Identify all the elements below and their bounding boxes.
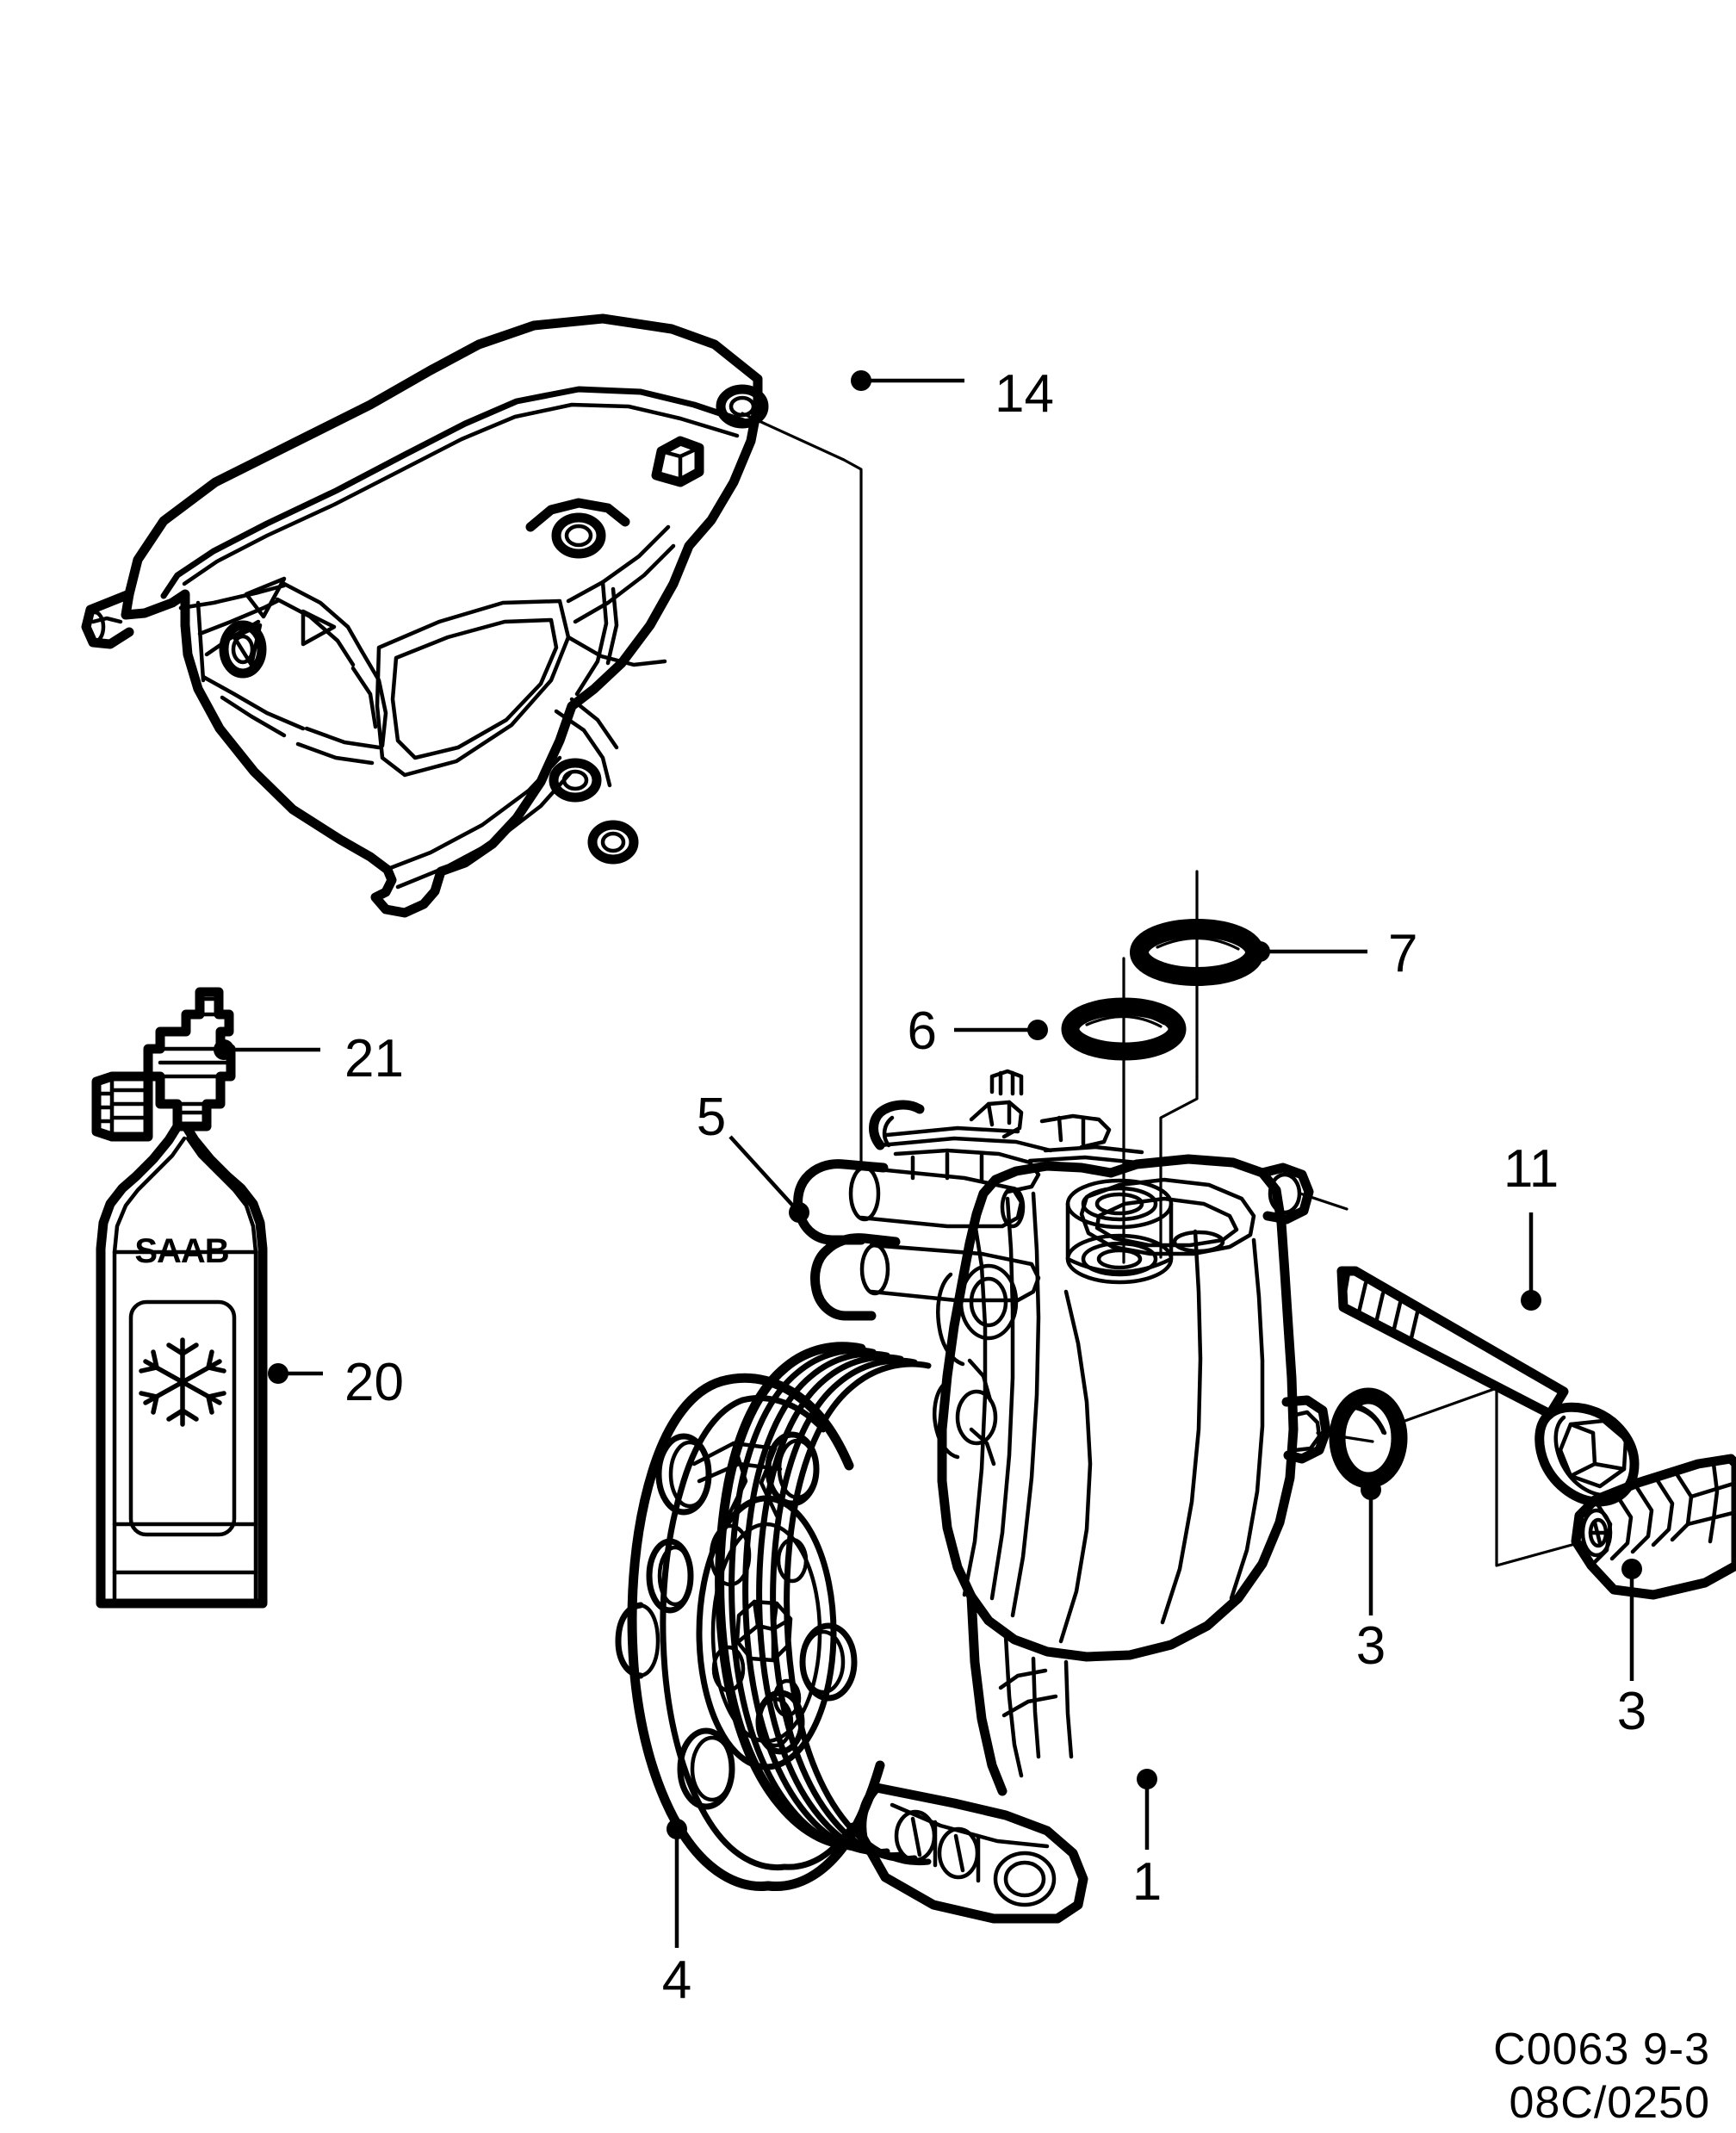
callout-label-3-fitting: 3 [1617, 1682, 1646, 1741]
callout-label-7: 7 [1388, 924, 1417, 983]
callout-label-3-o-ring: 3 [1356, 1616, 1386, 1676]
callout-14 [851, 370, 964, 391]
callout-label-5: 5 [697, 1088, 726, 1147]
callout-label-21: 21 [344, 1029, 404, 1088]
assembly-line-7b [1159, 1075, 1199, 1259]
callout-label-20: 20 [344, 1353, 404, 1412]
callout-label-14: 14 [995, 364, 1054, 424]
callout-3-o-ring [1361, 1479, 1381, 1615]
footer-line-2: 08C/0250 [1509, 2078, 1710, 2128]
callout-label-11: 11 [1504, 1139, 1559, 1199]
assembly-line-3 [1398, 1386, 1586, 1567]
callout-label-1: 1 [1132, 1852, 1162, 1912]
callout-6 [954, 1020, 1048, 1040]
part-clutch-pulley [615, 1342, 932, 1892]
callout-5 [728, 1135, 809, 1223]
can-label-panel [128, 1299, 237, 1537]
callout-4 [666, 1819, 687, 1948]
assembly-line-3-port [1316, 1431, 1374, 1443]
callout-3-fitting [1621, 1559, 1642, 1681]
part-ac-compressor [615, 1069, 1331, 1924]
part-refrigerant-can: SAAB [91, 987, 268, 1609]
callout-21 [214, 1039, 320, 1060]
assembly-line-14 [741, 412, 863, 1164]
part-mounting-bolt [1336, 1266, 1640, 1507]
saab-wordmark: SAAB [134, 1232, 228, 1270]
callout-20 [268, 1363, 323, 1384]
callout-label-4: 4 [662, 1950, 691, 2010]
callout-1 [1137, 1769, 1157, 1850]
callout-label-6: 6 [908, 1001, 937, 1061]
part-service-port-fitting [1571, 1454, 1736, 1600]
part-mounting-bracket [81, 313, 769, 918]
snowflake-icon [139, 1337, 226, 1427]
callout-7 [1249, 941, 1367, 962]
footer-line-1: C0063 9-3 [1493, 2024, 1710, 2074]
callout-11 [1521, 1212, 1541, 1311]
assembly-line-11 [1299, 1192, 1348, 1211]
